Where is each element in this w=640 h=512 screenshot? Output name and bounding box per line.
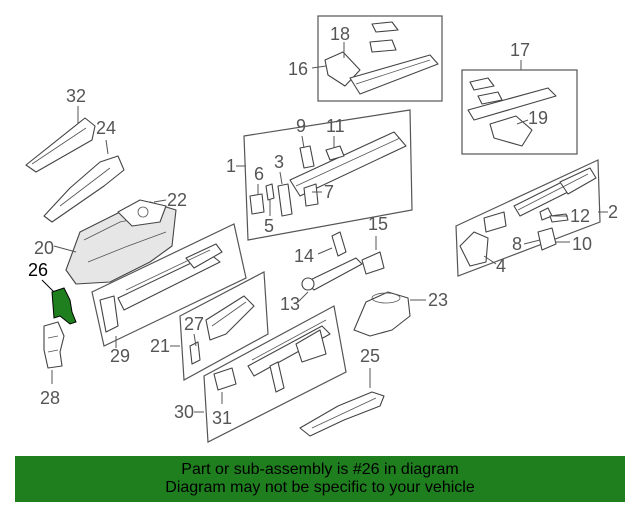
callout-3: 3	[274, 152, 284, 172]
group-23: 23	[353, 290, 448, 337]
group-20-22: 20 22	[34, 190, 187, 285]
callout-7: 7	[324, 182, 334, 202]
group-25: 25	[299, 346, 385, 437]
callout-12: 12	[570, 206, 590, 226]
callout-24: 24	[96, 118, 116, 138]
callout-30: 30	[174, 402, 194, 422]
callout-20: 20	[34, 238, 54, 258]
group-box-21-27: 27 21	[150, 271, 269, 381]
callout-16: 16	[288, 59, 308, 79]
banner-line-1: Part or sub-assembly is #26 in diagram	[181, 461, 459, 478]
group-box-16-18: 18 16	[288, 15, 443, 102]
callout-14: 14	[294, 246, 314, 266]
callout-2: 2	[608, 202, 618, 222]
callout-32: 32	[66, 86, 86, 106]
callout-31: 31	[212, 408, 232, 428]
callout-19: 19	[528, 108, 548, 128]
banner-line-2: Diagram may not be specific to your vehi…	[165, 479, 475, 496]
callout-29: 29	[110, 346, 130, 366]
callout-8: 8	[512, 234, 522, 254]
callout-21: 21	[150, 336, 170, 356]
callout-11: 11	[326, 116, 345, 136]
callout-1: 1	[226, 156, 236, 176]
group-box-29: 29	[91, 223, 247, 366]
group-box-1: 1 6 3 9 11 5 7	[226, 109, 413, 241]
callout-10: 10	[572, 234, 592, 254]
callout-9: 9	[296, 116, 306, 136]
callout-4-right: 4	[496, 256, 506, 276]
callout-17: 17	[510, 40, 530, 60]
part-26-highlighted[interactable]: 26	[28, 260, 77, 325]
group-box-17-19: 17 19	[461, 40, 578, 155]
group-box-2: 2 12 8 10 4	[455, 159, 618, 277]
callout-15: 15	[368, 214, 388, 234]
callout-13: 13	[280, 294, 300, 314]
callout-23: 23	[428, 290, 448, 310]
callout-22: 22	[167, 190, 187, 210]
group-32-24: 32 24	[25, 86, 125, 223]
info-banner: Part or sub-assembly is #26 in diagram D…	[15, 456, 625, 502]
group-box-30-31: 31 30	[174, 305, 347, 443]
callout-18: 18	[330, 24, 350, 44]
callout-6: 6	[254, 164, 264, 184]
callout-25: 25	[360, 346, 380, 366]
group-28: 28	[40, 321, 65, 408]
callout-27: 27	[184, 314, 204, 334]
callout-26: 26	[28, 260, 48, 280]
callout-5: 5	[264, 216, 274, 236]
group-13-14-15: 15 14 13	[280, 214, 388, 314]
callout-28: 28	[40, 388, 60, 408]
